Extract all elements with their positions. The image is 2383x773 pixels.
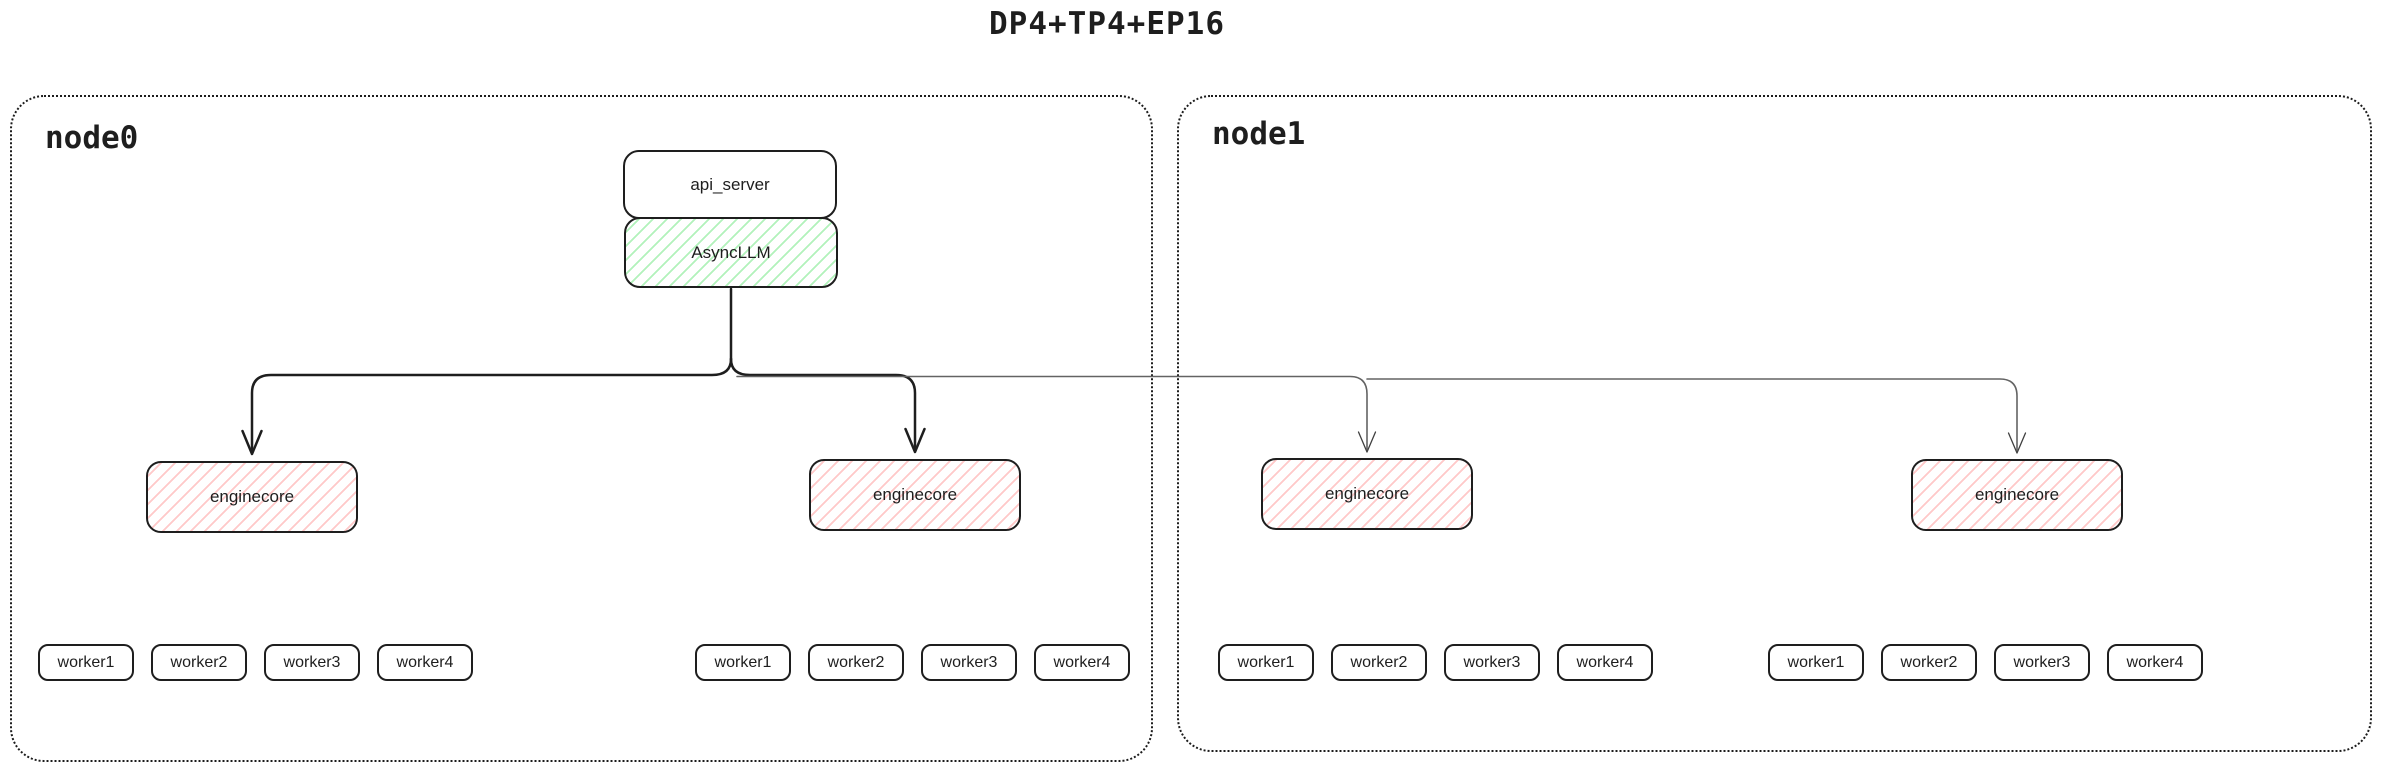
worker-label: worker3 — [940, 653, 998, 671]
worker-label: worker4 — [1053, 653, 1111, 671]
api-server-label: api_server — [690, 174, 770, 194]
worker-label: worker4 — [2126, 653, 2184, 671]
worker-label: worker2 — [1900, 653, 1958, 671]
enginecore-label: enginecore — [1974, 485, 2060, 504]
node1-container — [1177, 95, 2372, 752]
worker-label: worker4 — [1576, 653, 1634, 671]
arrowhead-enginecore-2 — [1357, 431, 1377, 453]
enginecore-box: enginecore — [146, 461, 358, 533]
worker-box: worker2 — [1881, 644, 1977, 681]
worker-box: worker1 — [1218, 644, 1314, 681]
worker-label: worker2 — [1350, 653, 1408, 671]
async-llm-label: AsyncLLM — [691, 242, 771, 262]
worker-label: worker4 — [396, 653, 454, 671]
worker-box: worker4 — [2107, 644, 2203, 681]
enginecore-box: enginecore — [1911, 459, 2123, 531]
worker-box: worker3 — [1994, 644, 2090, 681]
worker-box: worker3 — [921, 644, 1017, 681]
worker-box: worker1 — [695, 644, 791, 681]
async-llm-box: AsyncLLM — [624, 217, 838, 288]
worker-label: worker3 — [283, 653, 341, 671]
worker-box: worker4 — [377, 644, 473, 681]
worker-group: worker1 worker2 worker3 worker4 — [695, 644, 1130, 681]
worker-label: worker3 — [2013, 653, 2071, 671]
worker-box: worker3 — [264, 644, 360, 681]
worker-group: worker1 worker2 worker3 worker4 — [1768, 644, 2203, 681]
worker-box: worker4 — [1034, 644, 1130, 681]
branch-to-enginecore-2 — [736, 375, 1368, 450]
enginecore-box: enginecore — [1261, 458, 1473, 530]
enginecore-label: enginecore — [1324, 484, 1410, 503]
worker-label: worker1 — [57, 653, 115, 671]
enginecore-label: enginecore — [209, 487, 295, 506]
worker-box: worker3 — [1444, 644, 1540, 681]
arrowhead-enginecore-1 — [904, 427, 926, 454]
arrowhead-enginecore-0 — [241, 429, 263, 456]
node0-container — [10, 95, 1153, 762]
worker-box: worker2 — [808, 644, 904, 681]
worker-box: worker2 — [1331, 644, 1427, 681]
thin-connectors — [736, 375, 2018, 451]
worker-box: worker1 — [38, 644, 134, 681]
diagram-title: DP4+TP4+EP16 — [989, 6, 1225, 42]
worker-group: worker1 worker2 worker3 worker4 — [1218, 644, 1653, 681]
thick-connectors — [241, 287, 926, 456]
worker-label: worker2 — [827, 653, 885, 671]
worker-group: worker1 worker2 worker3 worker4 — [38, 644, 473, 681]
worker-box: worker2 — [151, 644, 247, 681]
enginecore-box: enginecore — [809, 459, 1021, 531]
worker-box: worker4 — [1557, 644, 1653, 681]
worker-label: worker1 — [714, 653, 772, 671]
worker-box: worker1 — [1768, 644, 1864, 681]
node0-label: node0 — [45, 120, 139, 156]
branch-to-enginecore-1 — [729, 357, 917, 452]
api-server-box: api_server — [623, 150, 837, 219]
worker-label: worker1 — [1787, 653, 1845, 671]
worker-label: worker1 — [1237, 653, 1295, 671]
branch-to-enginecore-3 — [1366, 378, 2018, 451]
enginecore-label: enginecore — [872, 485, 958, 504]
worker-label: worker3 — [1463, 653, 1521, 671]
worker-label: worker2 — [170, 653, 228, 671]
thin-arrowheads — [1357, 431, 2027, 454]
arrowhead-enginecore-3 — [2007, 432, 2027, 454]
branch-to-enginecore-0 — [250, 357, 733, 454]
node1-label: node1 — [1212, 116, 1306, 152]
